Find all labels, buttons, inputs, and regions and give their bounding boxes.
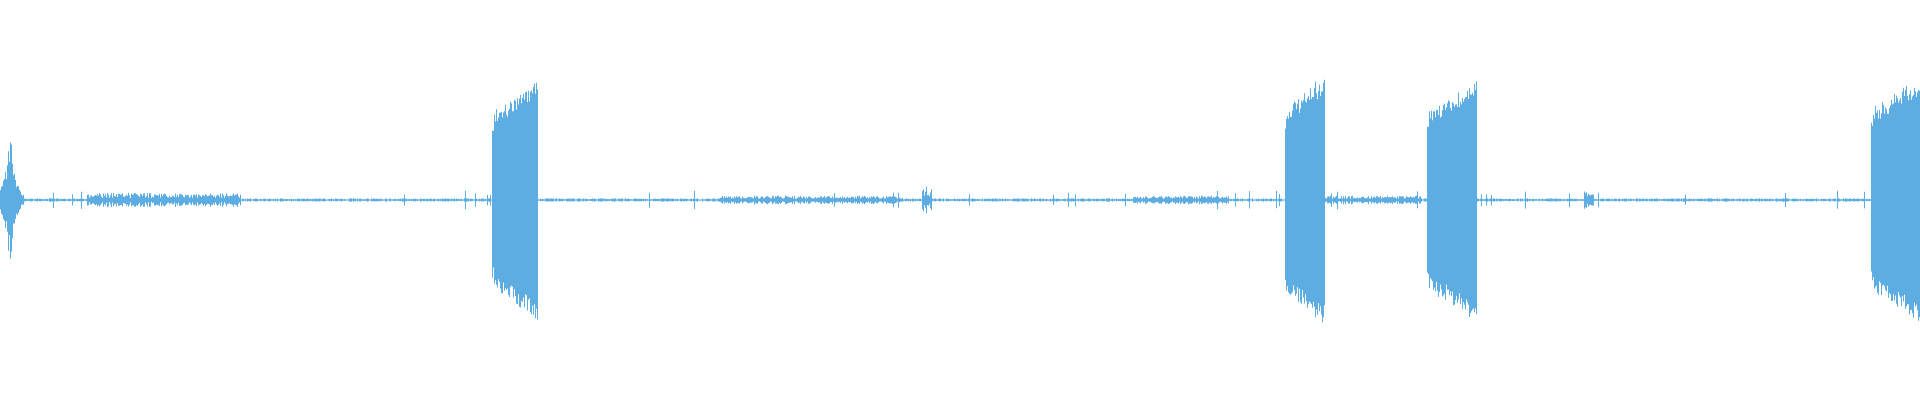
waveform-samples [0,79,1920,323]
